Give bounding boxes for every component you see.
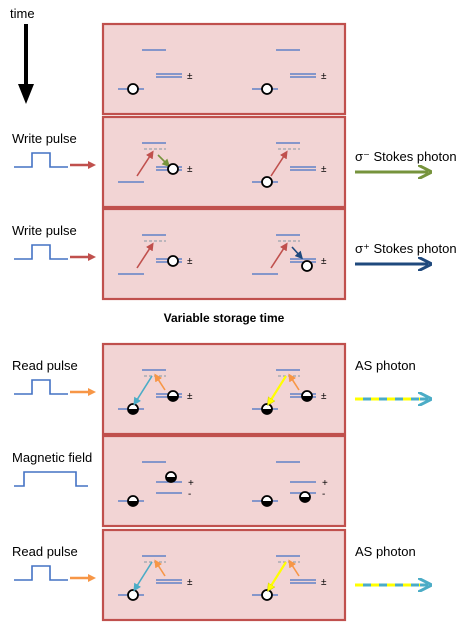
photon-label: AS photon xyxy=(355,358,416,373)
row-3: Write pulse σ⁺ Stokes photon ± ± xyxy=(12,207,457,301)
plus-minus-label: ± xyxy=(187,71,193,82)
storage-time-caption: Variable storage time xyxy=(164,311,285,325)
pulse-label: Magnetic field xyxy=(12,450,92,465)
atom-fill xyxy=(128,501,138,506)
plus-minus-label: ± xyxy=(321,71,327,82)
pulse-shape xyxy=(14,379,68,395)
write-excitation-arrow xyxy=(270,242,288,269)
atom xyxy=(261,589,273,601)
pulse-shape xyxy=(14,152,68,168)
row-1: ±± xyxy=(101,22,347,116)
level-panel xyxy=(101,22,347,116)
pulse-shape xyxy=(14,244,68,260)
anti-stokes-arrow xyxy=(269,561,287,589)
read-excitation-arrow xyxy=(288,373,300,391)
anti-stokes-arrow xyxy=(133,561,153,592)
minus-label: - xyxy=(188,489,191,500)
atom-fill xyxy=(302,396,312,401)
time-label: time xyxy=(10,6,35,21)
minus-label: - xyxy=(322,489,325,500)
pulse-label: Write pulse xyxy=(12,223,77,238)
level-panel xyxy=(101,528,347,622)
write-excitation-arrow xyxy=(270,150,288,177)
pulse-label: Read pulse xyxy=(12,544,78,559)
pulse-shape xyxy=(14,471,88,487)
read-excitation-arrow xyxy=(154,559,166,577)
pulse-label: Read pulse xyxy=(12,358,78,373)
atom xyxy=(261,176,273,188)
atom-fill xyxy=(300,497,310,502)
read-excitation-arrow xyxy=(288,559,300,577)
atom xyxy=(127,589,139,601)
row-5: Magnetic field+-+- xyxy=(12,434,347,528)
photon-label: σ⁻ Stokes photon xyxy=(355,149,457,164)
row-4: Read pulse AS photon ± ± xyxy=(12,342,428,436)
atom-fill xyxy=(168,396,178,401)
plus-minus-label: ± xyxy=(187,164,193,175)
atom-fill xyxy=(262,501,272,506)
atom-fill xyxy=(262,409,272,414)
emission-arrow xyxy=(291,246,304,260)
level-panel xyxy=(101,434,347,528)
plus-minus-label: ± xyxy=(321,577,327,588)
plus-minus-label: ± xyxy=(321,391,327,402)
photon-label: σ⁺ Stokes photon xyxy=(355,241,457,256)
emission-arrow xyxy=(157,154,171,168)
pulse-shape xyxy=(14,565,68,581)
pulse-label: Write pulse xyxy=(12,131,77,146)
level-panel xyxy=(101,207,347,301)
level-panel xyxy=(101,115,347,209)
write-excitation-arrow xyxy=(136,150,154,177)
plus-label: + xyxy=(322,478,328,489)
read-excitation-arrow xyxy=(154,373,166,391)
atom xyxy=(167,255,179,267)
plus-minus-label: ± xyxy=(187,577,193,588)
row-2: Write pulse σ⁻ Stokes photon ± ± xyxy=(12,115,457,209)
atom xyxy=(301,260,313,272)
atom xyxy=(167,163,179,175)
level-panel xyxy=(101,342,347,436)
atom xyxy=(261,83,273,95)
row-6: Read pulse AS photon ± ± xyxy=(12,528,428,622)
write-excitation-arrow xyxy=(136,242,154,269)
atom xyxy=(127,83,139,95)
atom-fill xyxy=(128,409,138,414)
plus-label: + xyxy=(188,478,194,489)
plus-minus-label: ± xyxy=(321,164,327,175)
photon-label: AS photon xyxy=(355,544,416,559)
plus-minus-label: ± xyxy=(187,391,193,402)
anti-stokes-arrow xyxy=(133,375,153,406)
anti-stokes-arrow xyxy=(269,375,287,403)
plus-minus-label: ± xyxy=(321,256,327,267)
plus-minus-label: ± xyxy=(187,256,193,267)
atom-fill xyxy=(166,477,176,482)
